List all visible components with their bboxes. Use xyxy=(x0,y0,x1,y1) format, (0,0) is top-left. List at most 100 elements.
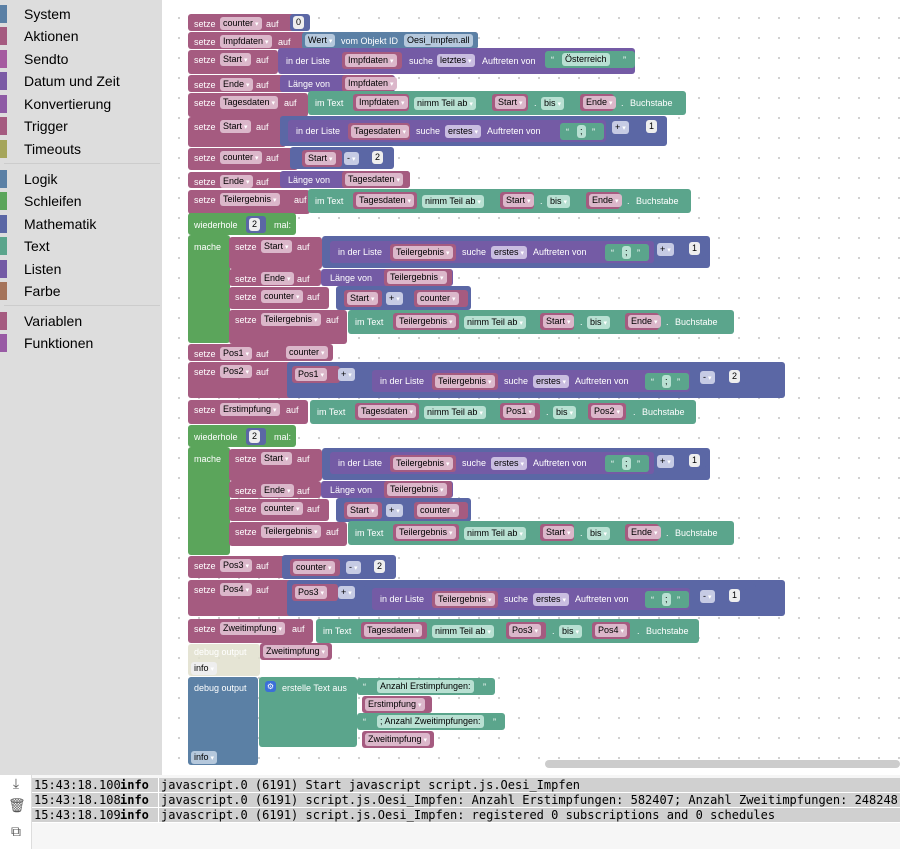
variable-dropdown[interactable]: Start▾ xyxy=(220,120,251,133)
operator-dropdown[interactable]: +▾ xyxy=(338,368,355,381)
variable-dropdown[interactable]: Teilergebnis▾ xyxy=(261,313,321,326)
variable-dropdown[interactable]: Teilergebnis▾ xyxy=(435,375,495,388)
text-field[interactable]: ; xyxy=(622,457,631,470)
operator-dropdown[interactable]: +▾ xyxy=(612,121,629,134)
variable-dropdown[interactable]: Impfdaten▾ xyxy=(356,96,408,109)
variable-dropdown[interactable]: Teilergebnis▾ xyxy=(387,483,447,496)
where-to-dropdown[interactable]: bis▾ xyxy=(587,316,611,329)
variable-dropdown[interactable]: Impfdaten▾ xyxy=(220,35,272,48)
repeat-body[interactable] xyxy=(188,447,230,555)
category-trigger[interactable]: Trigger xyxy=(0,115,160,137)
operator-dropdown[interactable]: -▾ xyxy=(700,590,715,603)
variable-dropdown[interactable]: Zweitimpfung▾ xyxy=(220,622,286,635)
category-konvertierung[interactable]: Konvertierung xyxy=(0,93,160,115)
number-field[interactable]: 2 xyxy=(374,560,386,573)
operator-dropdown[interactable]: -▾ xyxy=(344,152,359,165)
variable-dropdown[interactable]: Erstimpfung▾ xyxy=(220,403,280,416)
copy-icon[interactable]: ⧉ xyxy=(11,823,21,839)
variable-dropdown[interactable]: Ende▾ xyxy=(220,175,253,188)
category-farbe[interactable]: Farbe xyxy=(0,280,160,302)
object-id-field[interactable]: Oesi_Impfen.all xyxy=(404,34,473,47)
variable-dropdown[interactable]: Ende▾ xyxy=(628,526,661,539)
where-to-dropdown[interactable]: bis▾ xyxy=(559,625,583,638)
first-last-dropdown[interactable]: erstes▾ xyxy=(445,125,482,138)
operator-dropdown[interactable]: +▾ xyxy=(657,243,674,256)
operator-dropdown[interactable]: +▾ xyxy=(657,455,674,468)
variable-dropdown[interactable]: Teilergebnis▾ xyxy=(396,315,456,328)
first-last-dropdown[interactable]: erstes▾ xyxy=(491,246,528,259)
variable-dropdown[interactable]: Ende▾ xyxy=(261,484,294,497)
category-variablen[interactable]: Variablen xyxy=(0,310,160,332)
number-field[interactable]: 2 xyxy=(249,430,261,443)
variable-dropdown[interactable]: Start▾ xyxy=(543,315,574,328)
variable-dropdown[interactable]: Ende▾ xyxy=(628,315,661,328)
log-level-dropdown[interactable]: info▾ xyxy=(191,662,218,675)
variable-dropdown[interactable]: Teilergebnis▾ xyxy=(393,246,453,259)
variable-dropdown[interactable]: Start▾ xyxy=(305,152,336,165)
category-schleifen[interactable]: Schleifen xyxy=(0,190,160,212)
variable-dropdown[interactable]: Start▾ xyxy=(261,240,292,253)
variable-dropdown[interactable]: Pos2▾ xyxy=(591,405,624,418)
value-type-dropdown[interactable]: Wert▾ xyxy=(305,34,336,47)
variable-dropdown[interactable]: Pos3▾ xyxy=(220,559,253,572)
repeat-block[interactable] xyxy=(188,213,296,235)
operator-dropdown[interactable]: +▾ xyxy=(386,292,403,305)
number-field[interactable]: 1 xyxy=(689,454,701,467)
variable-dropdown[interactable]: Impfdaten▾ xyxy=(345,77,397,90)
variable-dropdown[interactable]: Tagesdaten▾ xyxy=(220,96,279,109)
variable-dropdown[interactable]: Impfdaten▾ xyxy=(345,54,397,67)
variable-dropdown[interactable]: Erstimpfung▾ xyxy=(365,698,425,711)
operator-dropdown[interactable]: +▾ xyxy=(386,504,403,517)
where-from-dropdown[interactable]: nimm Teil ab▾ xyxy=(464,527,526,540)
category-sendto[interactable]: Sendto xyxy=(0,48,160,70)
category-aktionen[interactable]: Aktionen xyxy=(0,25,160,47)
number-field[interactable]: 2 xyxy=(249,218,261,231)
debug-output-block[interactable] xyxy=(188,677,258,765)
gear-icon[interactable]: ⚙ xyxy=(265,681,276,692)
variable-dropdown[interactable]: Teilergebnis▾ xyxy=(387,271,447,284)
where-to-dropdown[interactable]: bis▾ xyxy=(587,527,611,540)
variable-dropdown[interactable]: Pos3▾ xyxy=(295,586,328,599)
variable-dropdown[interactable]: Start▾ xyxy=(220,53,251,66)
operator-dropdown[interactable]: -▾ xyxy=(346,561,361,574)
variable-dropdown[interactable]: Teilergebnis▾ xyxy=(396,526,456,539)
variable-dropdown[interactable]: Pos4▾ xyxy=(595,624,628,637)
number-field[interactable]: 2 xyxy=(729,370,741,383)
category-datum-und-zeit[interactable]: Datum und Zeit xyxy=(0,70,160,92)
number-field[interactable]: 2 xyxy=(372,151,384,164)
first-last-dropdown[interactable]: erstes▾ xyxy=(491,457,528,470)
variable-dropdown[interactable]: counter▾ xyxy=(220,151,262,164)
first-last-dropdown[interactable]: letztes▾ xyxy=(437,54,475,67)
category-text[interactable]: Text xyxy=(0,235,160,257)
repeat-block[interactable] xyxy=(188,425,296,447)
category-system[interactable]: System xyxy=(0,3,160,25)
variable-dropdown[interactable]: Tagesdaten▾ xyxy=(358,405,417,418)
variable-dropdown[interactable]: Zweitimpfung▾ xyxy=(263,645,329,658)
variable-dropdown[interactable]: Ende▾ xyxy=(261,272,294,285)
text-field[interactable]: ; Anzahl Zweitimpfungen: xyxy=(377,715,484,728)
text-field[interactable]: ; xyxy=(577,125,586,138)
scroll-to-bottom-icon[interactable]: ⤓ xyxy=(12,775,20,791)
variable-dropdown[interactable]: Start▾ xyxy=(347,292,378,305)
category-mathematik[interactable]: Mathematik xyxy=(0,213,160,235)
category-funktionen[interactable]: Funktionen xyxy=(0,332,160,354)
number-field[interactable]: 1 xyxy=(689,242,701,255)
variable-dropdown[interactable]: counter▾ xyxy=(417,292,459,305)
variable-dropdown[interactable]: Start▾ xyxy=(503,194,534,207)
where-to-dropdown[interactable]: bis▾ xyxy=(541,97,565,110)
variable-dropdown[interactable]: Pos3▾ xyxy=(509,624,542,637)
where-to-dropdown[interactable]: bis▾ xyxy=(547,195,571,208)
operator-dropdown[interactable]: -▾ xyxy=(700,371,715,384)
where-from-dropdown[interactable]: nimm Teil ab▾ xyxy=(464,316,526,329)
category-listen[interactable]: Listen xyxy=(0,258,160,280)
variable-dropdown[interactable]: counter▾ xyxy=(261,502,303,515)
variable-dropdown[interactable]: Teilergebnis▾ xyxy=(435,593,495,606)
where-from-dropdown[interactable]: nimm Teil ab▾ xyxy=(424,406,486,419)
variable-dropdown[interactable]: Start▾ xyxy=(347,504,378,517)
variable-dropdown[interactable]: counter▾ xyxy=(220,17,262,30)
variable-dropdown[interactable]: Tagesdaten▾ xyxy=(351,125,410,138)
variable-dropdown[interactable]: Teilergebnis▾ xyxy=(261,525,321,538)
text-field[interactable]: ; xyxy=(662,593,671,606)
variable-dropdown[interactable]: Ende▾ xyxy=(583,96,616,109)
